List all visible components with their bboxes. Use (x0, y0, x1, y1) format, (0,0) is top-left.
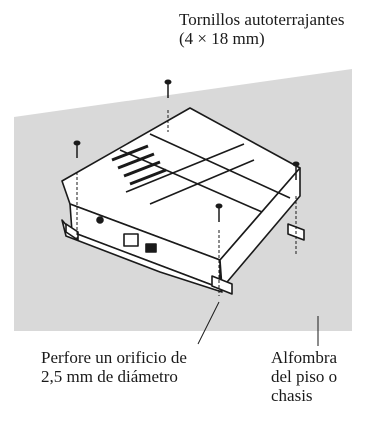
amplifier-right-side (219, 167, 301, 289)
screws-label-line1: Tornillos autoterrajantes (179, 10, 345, 29)
floor-label: Alfombra del piso o chasis (271, 348, 337, 405)
screw-left (73, 140, 81, 240)
floor-label-line3: chasis (271, 386, 313, 405)
top-panel-seam (119, 133, 291, 213)
screw-right (292, 161, 300, 254)
floor-label-line1: Alfombra (271, 348, 338, 367)
screws-label: Tornillos autoterrajantes (4 × 18 mm) (179, 10, 344, 48)
foot-front (211, 275, 233, 295)
speaker-terminal (145, 243, 157, 253)
amplifier-unit (61, 107, 305, 295)
foot-left (65, 223, 79, 241)
screws (73, 79, 300, 296)
drill-label-line2: 2,5 mm de diámetro (41, 367, 178, 386)
power-terminal (123, 233, 139, 247)
drill-label-line1: Perfore un orificio de (41, 348, 187, 367)
drill-label: Perfore un orificio de 2,5 mm de diámetr… (41, 348, 187, 386)
screw-top (164, 79, 172, 132)
front-jack (96, 216, 104, 224)
floor-label-line2: del piso o (271, 367, 338, 386)
screws-label-line2: (4 × 18 mm) (179, 29, 265, 48)
screw-front (215, 203, 223, 296)
vent-slots (111, 144, 167, 186)
leader-lines (197, 301, 319, 346)
leader-drill (197, 301, 220, 345)
